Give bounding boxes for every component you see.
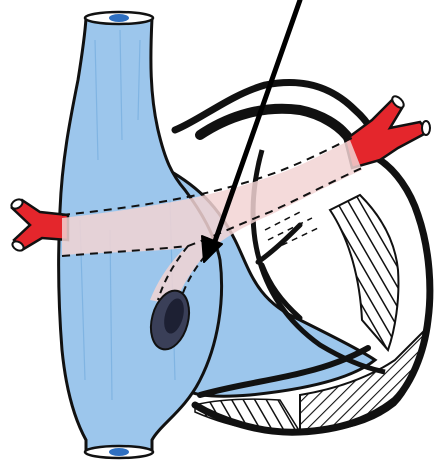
ventricle-wall — [330, 195, 398, 350]
svc-opening-inner — [109, 14, 129, 22]
lower-wall-hatch — [195, 399, 300, 432]
upper-wall — [200, 109, 350, 140]
right-pa-opening-right — [422, 121, 430, 135]
ivc-opening-inner — [109, 448, 129, 456]
